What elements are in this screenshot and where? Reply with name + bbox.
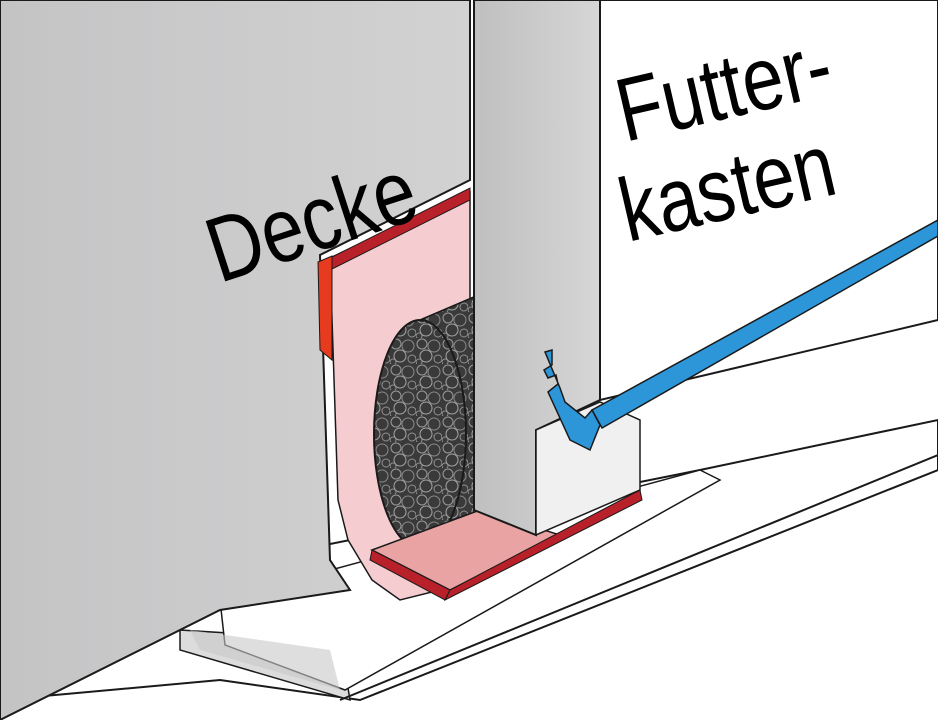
lining-box [473,0,938,537]
foam-rod [373,294,477,550]
ceiling-block [0,0,471,720]
blue-profile [543,219,938,452]
pink-base [369,489,643,602]
